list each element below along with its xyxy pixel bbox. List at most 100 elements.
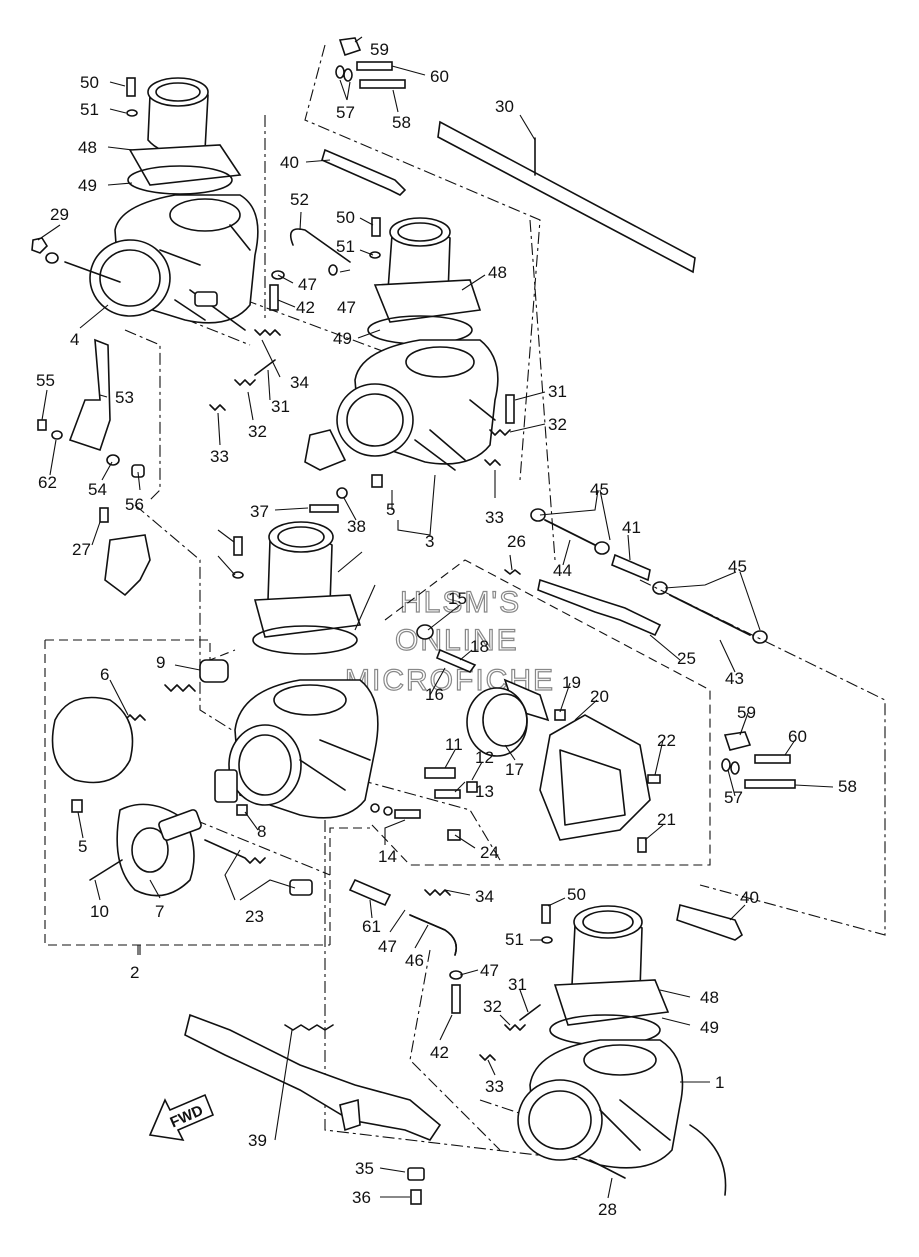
callout-8: 8	[257, 822, 266, 841]
callout-62: 62	[38, 473, 57, 492]
callout-12: 12	[475, 748, 494, 767]
callout-19: 19	[562, 673, 581, 692]
throttle-linkage	[184, 1013, 442, 1141]
callout-31c: 31	[508, 975, 527, 994]
alignment-line	[194, 819, 331, 876]
funnel-gasket	[128, 144, 242, 186]
callout-37: 37	[250, 502, 269, 521]
callout-40b: 40	[740, 888, 759, 907]
top-cover	[539, 714, 651, 841]
callout-33a: 33	[210, 447, 229, 466]
boundary-segment	[329, 827, 370, 945]
callout-52: 52	[290, 190, 309, 209]
spring	[484, 459, 501, 466]
callout-42b: 42	[430, 1043, 449, 1062]
throttle-screw	[537, 578, 662, 637]
callout-51b: 51	[336, 237, 355, 256]
callout-9: 9	[156, 653, 165, 672]
callout-38: 38	[347, 517, 366, 536]
callout-49c: 49	[700, 1018, 719, 1037]
alignment-line	[324, 820, 581, 1161]
callout-50b: 50	[336, 208, 355, 227]
callout-15: 15	[448, 589, 467, 608]
carburetor-center	[214, 521, 379, 819]
leader-lines	[37, 36, 834, 1199]
callout-32a: 32	[248, 422, 267, 441]
callout-labels: 50 51 48 49 29 4 55 53 62 54 56 27 52 47…	[36, 40, 857, 1219]
watermark-line-2: ONLINE	[395, 624, 519, 657]
callout-2: 2	[130, 963, 139, 982]
callout-58a: 58	[392, 113, 411, 132]
o-ring	[127, 165, 233, 195]
callout-48c: 48	[700, 988, 719, 1007]
fwd-arrow-icon	[148, 1093, 215, 1142]
callout-48: 48	[78, 138, 97, 157]
callout-27: 27	[72, 540, 91, 559]
callout-25: 25	[677, 649, 696, 668]
callout-41: 41	[622, 518, 641, 537]
callout-58b: 58	[838, 777, 857, 796]
hose-46	[409, 914, 458, 956]
forward-arrow: FWD	[148, 1093, 215, 1142]
throttle-bore	[228, 724, 302, 806]
callout-5b: 5	[78, 837, 87, 856]
boundary-segment	[44, 640, 330, 946]
callout-47b: 47	[337, 298, 356, 317]
callout-55: 55	[36, 371, 55, 390]
spring	[424, 889, 451, 896]
callout-47c: 47	[378, 937, 397, 956]
callout-43: 43	[725, 669, 744, 688]
callout-23: 23	[245, 907, 264, 926]
callout-26: 26	[507, 532, 526, 551]
fuel-hose	[689, 1124, 727, 1196]
spring	[254, 329, 281, 336]
spring	[284, 1024, 334, 1031]
boundary-segment	[45, 639, 236, 661]
callout-16: 16	[425, 685, 444, 704]
callout-54: 54	[88, 480, 107, 499]
callout-59b: 59	[737, 703, 756, 722]
alignment-line	[134, 504, 241, 736]
bracket	[104, 534, 151, 597]
alignment-line	[124, 329, 161, 501]
callout-18: 18	[470, 637, 489, 656]
callout-60a: 60	[430, 67, 449, 86]
callout-29: 29	[50, 205, 69, 224]
sensor	[68, 338, 111, 452]
callout-11: 11	[445, 735, 463, 754]
funnel-gasket	[253, 594, 362, 638]
callout-49b: 49	[333, 329, 352, 348]
carburetor-upper-middle	[304, 217, 499, 471]
spring	[209, 404, 226, 411]
callout-10: 10	[90, 902, 109, 921]
callout-34b: 34	[475, 887, 494, 906]
callout-47a: 47	[298, 275, 317, 294]
callout-50: 50	[80, 73, 99, 92]
callout-61: 61	[362, 917, 381, 936]
callout-13: 13	[475, 782, 494, 801]
callout-34a: 34	[290, 373, 309, 392]
funnel-gasket	[553, 979, 670, 1026]
callout-22: 22	[657, 731, 676, 750]
callout-28: 28	[598, 1200, 617, 1219]
callout-35: 35	[355, 1159, 374, 1178]
callout-45a: 45	[590, 480, 609, 499]
spring	[164, 684, 196, 692]
callout-42a: 42	[296, 298, 315, 317]
callout-30: 30	[495, 97, 514, 116]
alignment-line	[639, 579, 886, 936]
spring	[489, 429, 511, 436]
callout-56: 56	[125, 495, 144, 514]
callout-53: 53	[115, 388, 134, 407]
diaphragm-cover	[51, 696, 134, 784]
callout-17: 17	[505, 760, 524, 779]
callout-5a: 5	[386, 500, 395, 519]
callout-24: 24	[480, 843, 499, 862]
callout-45b: 45	[728, 557, 747, 576]
vent-hose	[289, 228, 351, 263]
alignment-line	[304, 44, 541, 481]
carburetor-upper-left	[89, 77, 259, 331]
callout-51: 51	[80, 100, 99, 119]
callout-59a: 59	[370, 40, 389, 59]
